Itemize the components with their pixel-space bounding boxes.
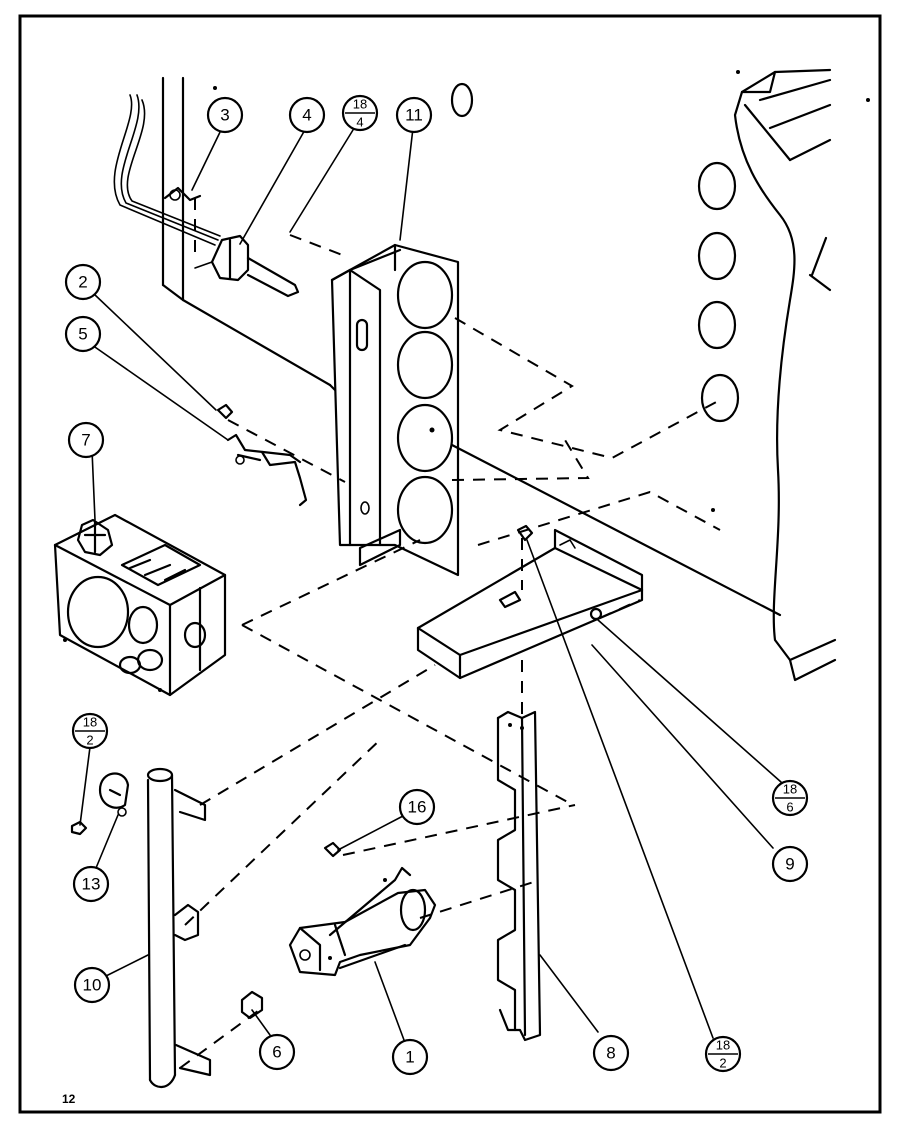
callout-18-6-top: 18 bbox=[783, 782, 797, 797]
callout-18-2-bottom-top: 18 bbox=[716, 1038, 730, 1053]
ignition-wires bbox=[113, 94, 221, 246]
callout-4-label: 4 bbox=[302, 106, 311, 125]
callout-10: 10 bbox=[73, 966, 111, 1004]
bracket-screw bbox=[516, 524, 534, 542]
callout-18-4: 18 4 bbox=[341, 94, 379, 132]
electrode-assembly bbox=[216, 403, 308, 507]
gas-valve bbox=[53, 513, 227, 697]
callout-18-2-left: 18 2 bbox=[71, 712, 109, 750]
callout-7-label: 7 bbox=[81, 431, 90, 450]
assembly-guide-lines bbox=[179, 198, 721, 1069]
callout-4: 4 bbox=[288, 96, 326, 134]
callout-18-4-bottom: 4 bbox=[356, 115, 363, 130]
heat-exchanger-housing bbox=[213, 68, 870, 682]
callout-18-2-bottom: 18 2 bbox=[704, 1035, 742, 1073]
callout-18-6: 18 6 bbox=[771, 779, 809, 817]
callout-2-label: 2 bbox=[78, 273, 87, 292]
page-number: 12 bbox=[62, 1092, 76, 1106]
callout-18-2-bottom-bottom: 2 bbox=[719, 1056, 726, 1071]
callout-6: 6 bbox=[258, 1033, 296, 1071]
callout-6-label: 6 bbox=[272, 1043, 281, 1062]
callout-1-label: 1 bbox=[405, 1048, 414, 1067]
callout-8-label: 8 bbox=[606, 1044, 615, 1063]
gas-orifice bbox=[240, 990, 264, 1020]
callout-2: 2 bbox=[64, 263, 102, 301]
callout-16: 16 bbox=[398, 788, 436, 826]
callout-8: 8 bbox=[592, 1034, 630, 1072]
igniter-assembly bbox=[194, 234, 300, 298]
callout-13-label: 13 bbox=[82, 875, 101, 894]
callout-7: 7 bbox=[67, 421, 105, 459]
callout-10-label: 10 bbox=[83, 976, 102, 995]
callout-9-label: 9 bbox=[785, 855, 794, 874]
callout-1: 1 bbox=[391, 1038, 429, 1076]
callout-3: 3 bbox=[206, 96, 244, 134]
back-panel bbox=[161, 76, 782, 617]
callout-18-2-left-bottom: 2 bbox=[86, 733, 93, 748]
callout-18-6-bottom: 6 bbox=[786, 800, 793, 815]
callout-5-label: 5 bbox=[78, 325, 87, 344]
inshot-burner bbox=[288, 866, 437, 977]
callout-9: 9 bbox=[771, 845, 809, 883]
callout-3-label: 3 bbox=[220, 106, 229, 125]
callout-13: 13 bbox=[72, 865, 110, 903]
callout-5: 5 bbox=[64, 315, 102, 353]
callout-16-label: 16 bbox=[408, 798, 427, 817]
callout-18-2-left-top: 18 bbox=[83, 715, 97, 730]
callout-18-4-top: 18 bbox=[353, 97, 367, 112]
burner-mounting-plate bbox=[330, 243, 460, 577]
pipe-clamp bbox=[70, 772, 130, 836]
manifold-bracket bbox=[496, 710, 542, 1042]
leader-lines bbox=[79, 127, 782, 1041]
burner-screw bbox=[323, 841, 342, 858]
burner-support-bracket bbox=[416, 528, 644, 680]
gas-manifold-pipe bbox=[146, 767, 212, 1088]
page-border bbox=[18, 14, 882, 1114]
callout-11-label: 11 bbox=[405, 106, 423, 125]
callout-11: 11 bbox=[395, 96, 433, 134]
